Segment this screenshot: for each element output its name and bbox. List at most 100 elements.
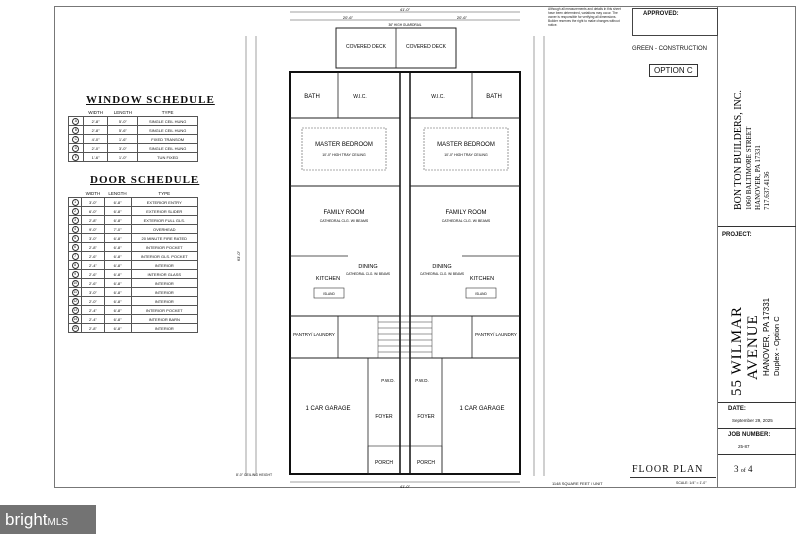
bath-right-label: BATH [486, 94, 502, 100]
pantry-right-label: PANTRY/ LAUNDRY [475, 332, 517, 337]
door-tag-marker: 12 [71, 297, 79, 305]
door-tag-marker: 9 [71, 270, 79, 278]
window-schedule-cell: 4'-0" [82, 134, 109, 144]
sheet-current: 3 [734, 464, 739, 474]
door-schedule-cell: 2'-8" [81, 242, 105, 252]
door-schedule-cell: 7 [67, 251, 83, 261]
watermark-brand: bright [5, 510, 48, 529]
door-tag-marker: 8 [71, 261, 79, 269]
door-schedule-cell: 6'-8" [103, 260, 132, 270]
door-schedule-cell: 12 [67, 296, 83, 306]
door-schedule-cell: 5 [67, 233, 83, 243]
master-ceiling-right: 10'-0" HIGH TRAY CEILING [444, 153, 488, 157]
window-schedule-cell: 3'-0" [107, 143, 139, 153]
sheet-total: 4 [748, 464, 753, 474]
kitchen-left-label: KITCHEN [316, 276, 340, 282]
brightmls-watermark: brightMLS [0, 505, 96, 534]
sheet-of: of [740, 468, 746, 474]
ceiling-height-note: 8'-0" CEILING HEIGHT [236, 473, 273, 477]
family-ceiling-left: CATHEDRAL CLG. W/ BEAMS [320, 219, 369, 223]
door-tag-marker: 5 [71, 234, 79, 242]
door-tag-marker: 6 [71, 243, 79, 251]
door-schedule-cell: INTERIOR [130, 296, 199, 306]
door-schedule-cell: INTERIOR [130, 278, 199, 288]
job-number-label: JOB NUMBER: [728, 432, 771, 438]
door-schedule-cell: 1 [67, 197, 83, 207]
drawing-frame [54, 6, 718, 488]
door-schedule-cell: 9'-0" [81, 224, 105, 234]
window-schedule-cell: 2'-8" [82, 125, 109, 135]
builder-info: BON TON BUILDERS, INC. 1060 BALTIMORE ST… [733, 90, 771, 210]
dining-ceiling-left: CATHEDRAL CLG. W/ BEAMS [346, 272, 390, 276]
wic-right-label: W.I.C. [431, 94, 445, 100]
green-construction-label: GREEN - CONSTRUCTION [632, 46, 707, 52]
door-schedule-cell: INTERIOR POCKET [130, 242, 199, 252]
option-label: OPTION C [649, 64, 698, 77]
project-line1: 55 WILMAR [729, 306, 745, 396]
door-schedule-cell: 2'-4" [81, 314, 105, 324]
window-schedule-cell: 2'-8" [82, 116, 109, 126]
door-tag-marker: 7 [71, 252, 79, 260]
pwd-right-label: P.W.D. [415, 378, 428, 383]
title-divider-1 [718, 226, 796, 227]
door-schedule-cell: INTERIOR [130, 287, 199, 297]
door-schedule-cell: INTERIOR [130, 260, 199, 270]
door-schedule-cell: 6'-8" [103, 323, 132, 333]
door-schedule-cell: 2'-4" [81, 260, 105, 270]
door-schedule-cell: 13 [67, 305, 83, 315]
window-schedule-title: WINDOW SCHEDULE [86, 94, 215, 106]
pantry-left-label: PANTRY/ LAUNDRY [293, 332, 335, 337]
door-schedule-cell: 6 [67, 242, 83, 252]
dining-left-label: DINING [358, 264, 377, 270]
floor-plan-underline [630, 477, 716, 478]
window-schedule-cell: SINGLE CEIL HUNG [137, 143, 198, 153]
window-schedule-cell: SINGLE CEIL HUNG [137, 125, 198, 135]
bath-left-label: BATH [304, 94, 320, 100]
foyer-left-label: FOYER [375, 414, 393, 420]
door-tag-marker: 13 [71, 306, 79, 314]
door-tag-marker: 1 [71, 198, 79, 206]
island-left-label: ISLAND [323, 292, 335, 296]
door-schedule-cell: 6'-8" [103, 251, 132, 261]
family-ceiling-right: CATHEDRAL CLG. W/ BEAMS [442, 219, 491, 223]
window-schedule-cell: 5'-6" [107, 125, 139, 135]
kitchen-right-label: KITCHEN [470, 276, 494, 282]
window-schedule-cell: TUN FIXED [137, 152, 198, 162]
window-header-cell: WIDTH [88, 109, 103, 115]
window-header-cell: LENGTH [113, 109, 133, 115]
door-schedule-cell: 6'-0" [81, 206, 105, 216]
window-schedule-cell: D [68, 143, 84, 153]
door-tag-marker: 4 [71, 225, 79, 233]
door-schedule-cell: 2'-6" [81, 278, 105, 288]
door-schedule-cell: 6'-8" [103, 296, 132, 306]
door-schedule-cell: 9 [67, 269, 83, 279]
door-schedule-cell: 3'-0" [81, 197, 105, 207]
door-header-cell: TYPE [158, 190, 171, 196]
scale-note: SCALE: 1/4" = 1'-0" [676, 481, 707, 485]
dim-depth: 63'-0" [236, 250, 241, 261]
window-schedule-cell: SINGLE CEIL HUNG [137, 116, 198, 126]
date-value: September 29, 2025 [732, 418, 773, 423]
project-info: 55 WILMAR AVENUE HANOVER, PA 17331 Duple… [729, 297, 781, 396]
door-schedule-cell: 6'-8" [103, 269, 132, 279]
project-label: PROJECT: [722, 232, 752, 238]
master-ceiling-left: 10'-0" HIGH TRAY CEILING [322, 153, 366, 157]
door-schedule-cell: 6'-8" [103, 278, 132, 288]
door-tag-marker: 2 [71, 207, 79, 215]
porch-right-label: PORCH [417, 460, 435, 466]
door-schedule-cell: INTERIOR BARN [130, 314, 199, 324]
floor-plan-drawing: 41'-0" 20'-6" 20'-6" 36" HIGH GUARDRAIL … [236, 7, 545, 489]
title-divider-2 [718, 402, 796, 403]
sheet-number: 3 of 4 [734, 464, 753, 474]
window-schedule-cell: E [68, 152, 84, 162]
door-schedule-cell: 2'-0" [81, 296, 105, 306]
